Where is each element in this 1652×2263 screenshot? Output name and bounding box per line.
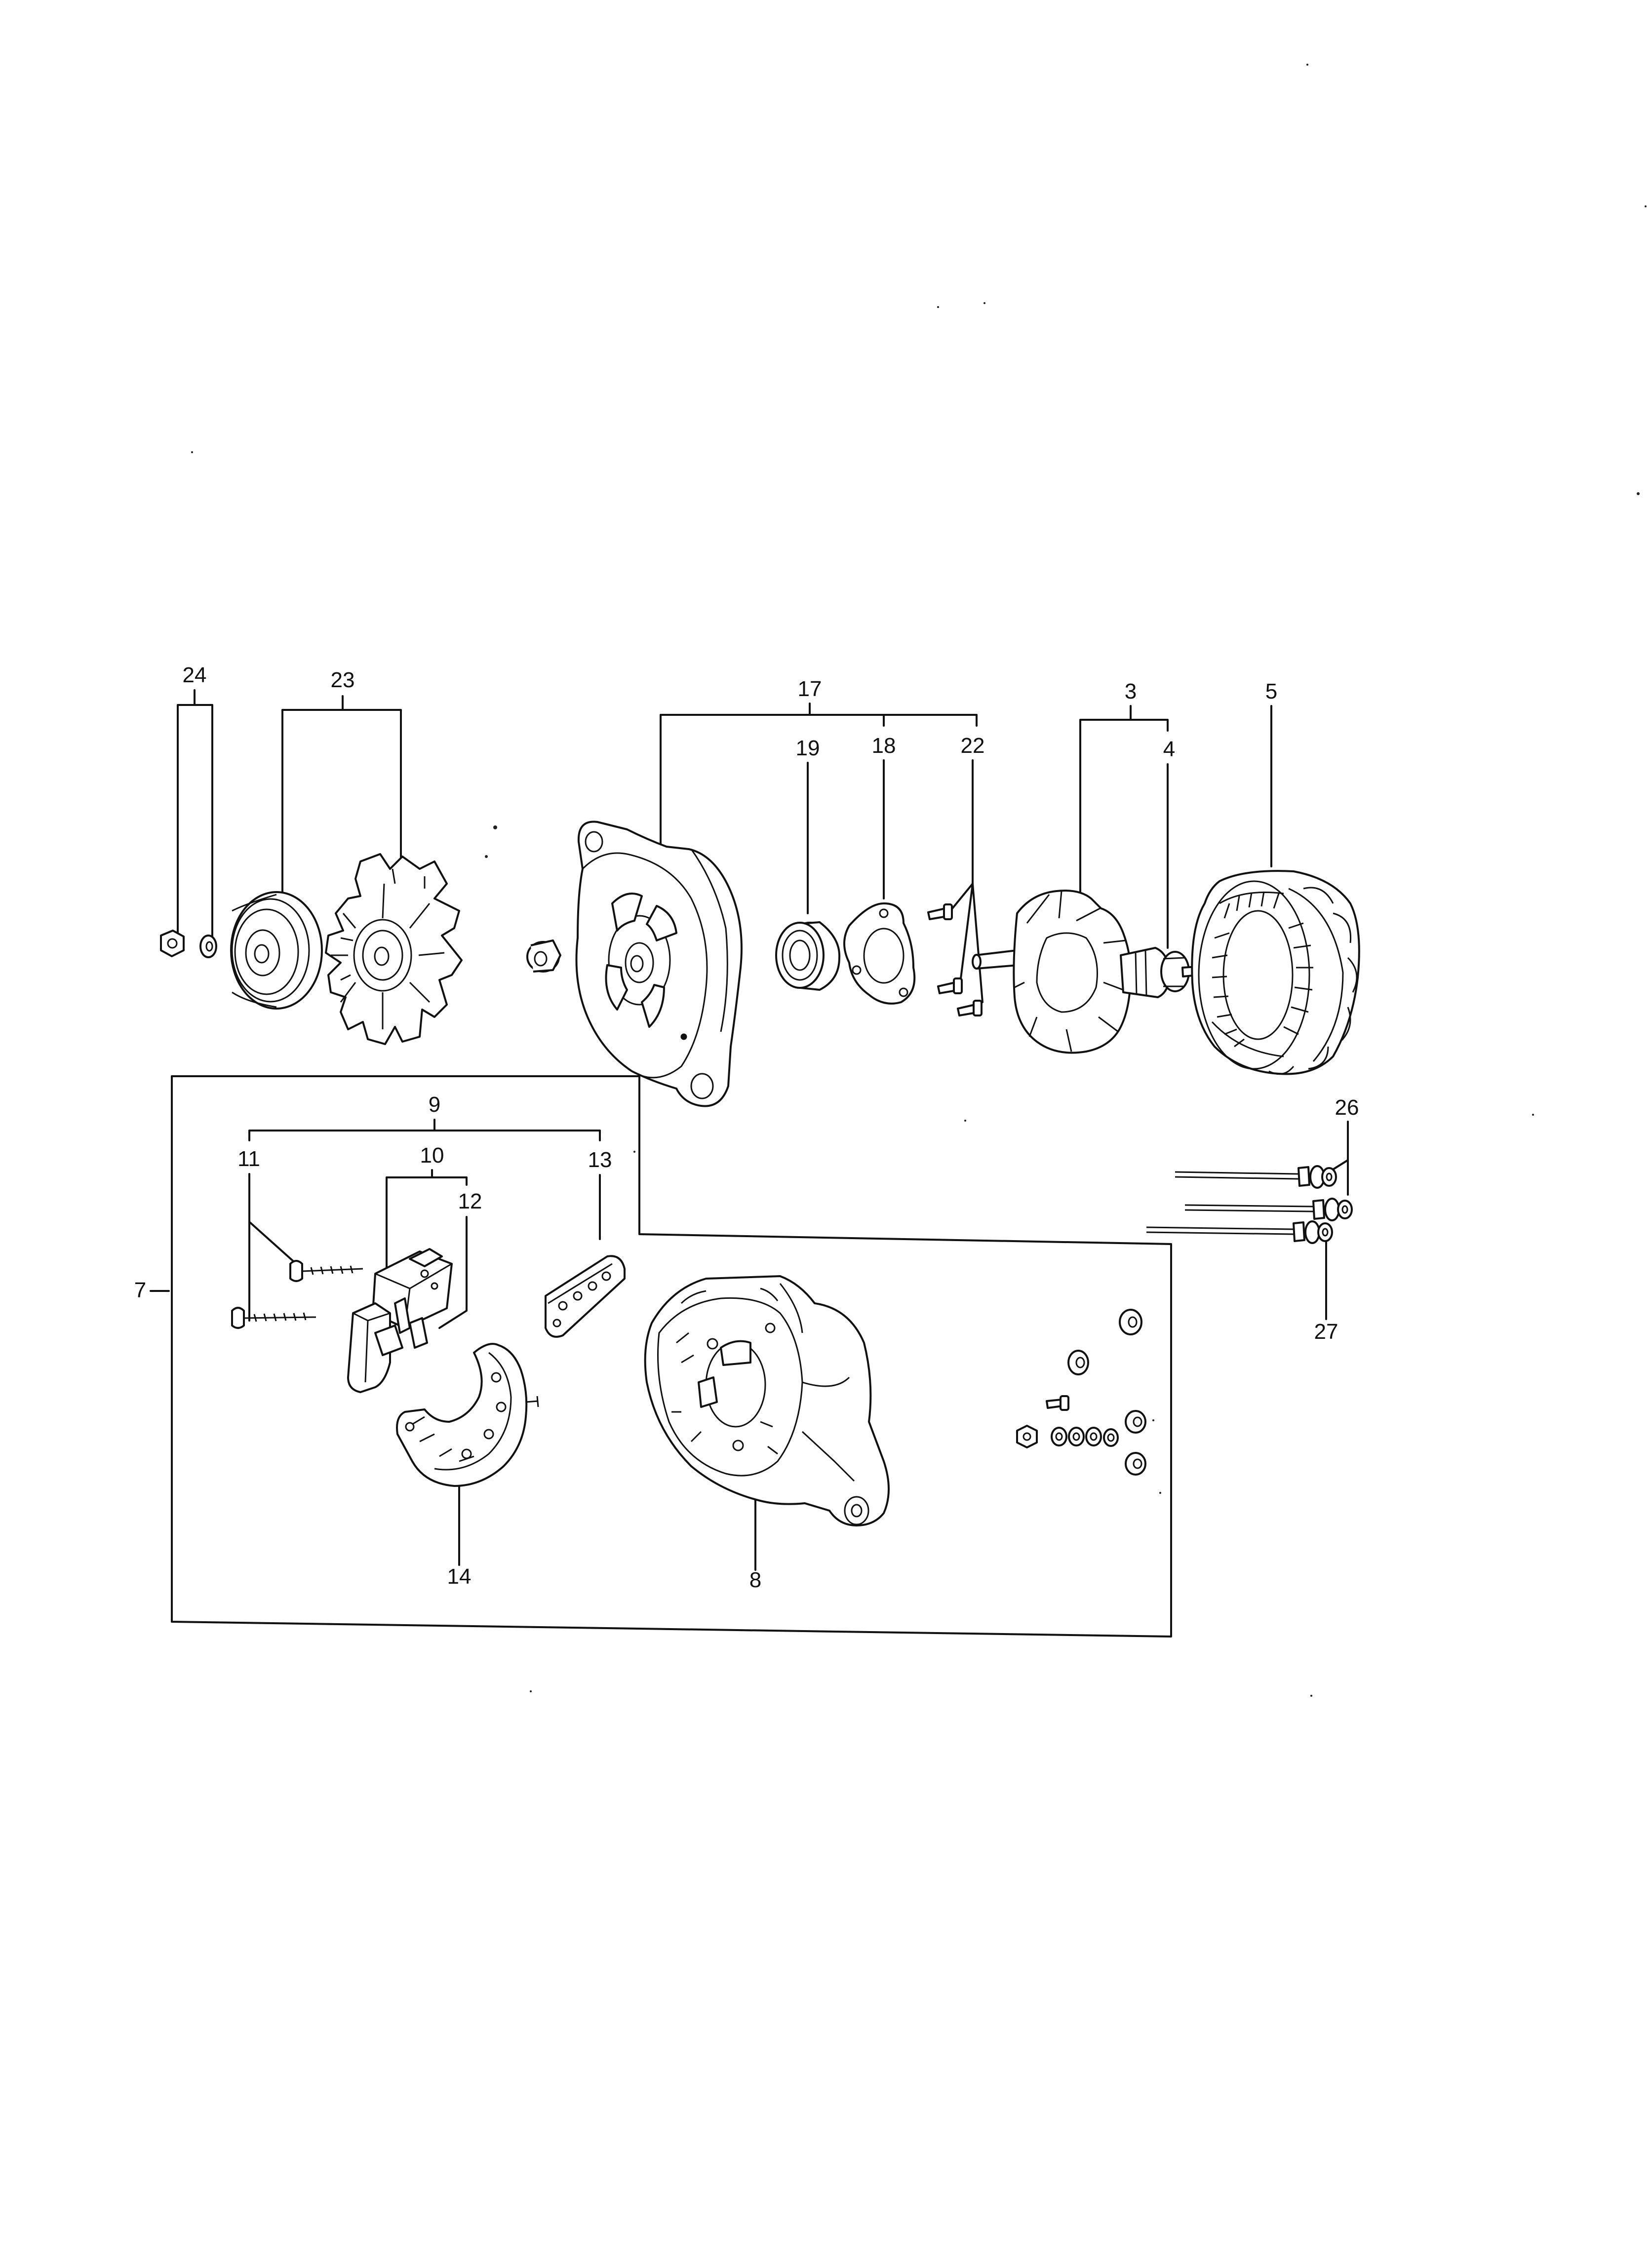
scan-specks <box>191 64 1647 1697</box>
callout-7: 7 <box>134 1278 146 1302</box>
callout-24: 24 <box>183 663 207 687</box>
callout-27: 27 <box>1314 1320 1338 1344</box>
through-bolts <box>1146 1166 1325 1242</box>
callout-9: 9 <box>429 1092 440 1117</box>
nut <box>160 930 185 957</box>
rotor <box>972 890 1199 1054</box>
callout-3: 3 <box>1125 679 1137 703</box>
voltage-regulator <box>372 1248 453 1349</box>
retainer-screws <box>927 903 983 1016</box>
brush-holder <box>347 1302 403 1393</box>
bearing-retainer-plate <box>843 902 916 1005</box>
callout-12: 12 <box>458 1189 482 1213</box>
spacer <box>526 939 561 973</box>
callout-13: 13 <box>588 1148 612 1172</box>
drive-end-housing <box>575 820 743 1107</box>
callout-17: 17 <box>798 677 822 701</box>
callout-10: 10 <box>420 1143 444 1168</box>
callout-22: 22 <box>961 734 985 758</box>
leader-lines <box>150 689 1349 1571</box>
ball-bearing <box>775 921 841 991</box>
bolt-washers <box>1304 1165 1353 1244</box>
fan <box>325 853 463 1045</box>
pulley <box>230 891 323 1010</box>
callout-18: 18 <box>872 734 896 758</box>
callout-23: 23 <box>331 668 355 692</box>
diode-plate <box>396 1343 539 1487</box>
small-hardware <box>1016 1309 1146 1476</box>
callout-19: 19 <box>796 736 820 760</box>
stator <box>1191 870 1360 1075</box>
slip-ring-end-housing <box>644 1275 890 1526</box>
callout-4: 4 <box>1163 737 1175 761</box>
callout-14: 14 <box>447 1564 472 1589</box>
callout-5: 5 <box>1265 679 1277 703</box>
callout-26: 26 <box>1335 1095 1359 1120</box>
washer <box>199 935 217 958</box>
callout-8: 8 <box>749 1568 761 1592</box>
brush-holder-screws <box>231 1260 363 1329</box>
callout-11: 11 <box>237 1147 260 1171</box>
rectifier <box>545 1255 626 1338</box>
rectifier-assembly-box <box>171 1075 1172 1638</box>
